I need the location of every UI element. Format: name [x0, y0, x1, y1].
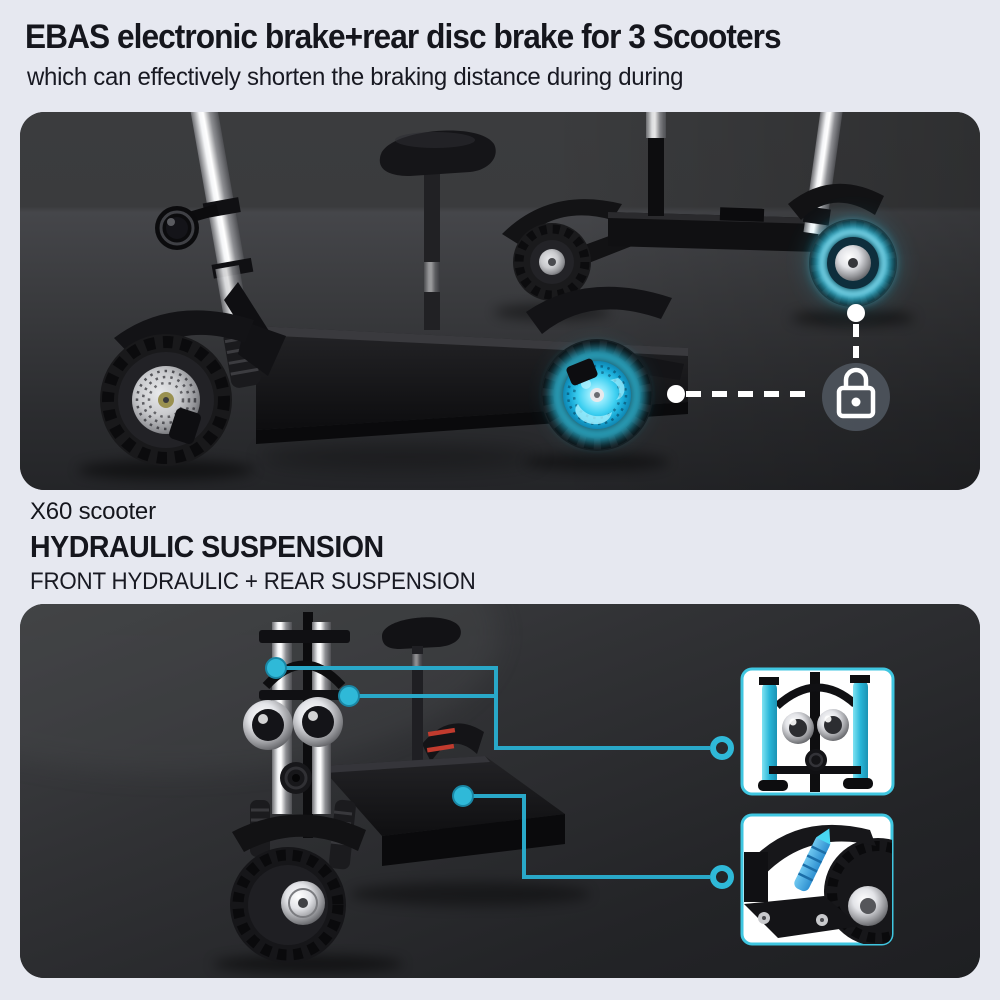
- red-accent: [426, 743, 455, 753]
- callout-line-front-fork-upper: [276, 666, 710, 750]
- headline: EBAS electronic brake+rear disc brake fo…: [25, 18, 782, 56]
- callout-ring: [710, 865, 734, 889]
- seat: [382, 617, 461, 649]
- brake-demo-panel: [20, 112, 980, 490]
- suspension-text-block: X60 scooter HYDRAULIC SUSPENSION FRONT H…: [30, 500, 970, 594]
- callout-dot: [338, 685, 360, 707]
- front-wheel: [100, 334, 232, 466]
- callout-lines: [276, 666, 710, 879]
- front-fender: [232, 814, 366, 852]
- product-name: X60 scooter: [30, 498, 156, 525]
- white-connector-dot: [847, 304, 865, 322]
- dual-headlights: [243, 697, 343, 750]
- white-connector-dot: [667, 385, 685, 403]
- brake-panel-illustration: [20, 112, 980, 490]
- suspension-demo-panel: [20, 604, 980, 978]
- suspension-subheading: FRONT HYDRAULIC + REAR SUSPENSION: [30, 568, 476, 595]
- suspension-heading: HYDRAULIC SUSPENSION: [30, 529, 384, 564]
- subheadline: which can effectively shorten the brakin…: [27, 63, 684, 91]
- lock-icon: [836, 367, 876, 419]
- glowing-rear-brake-disc: [541, 339, 653, 451]
- ebas-connector: [667, 304, 890, 431]
- callout-line-rear-suspension: [473, 794, 710, 879]
- large-scooter: [78, 112, 688, 480]
- glowing-front-wheel: [803, 213, 903, 313]
- red-accent: [427, 727, 456, 737]
- inset-rear-suspension: [740, 813, 894, 946]
- suspension-panel-illustration: [20, 604, 980, 978]
- background-scooter: [494, 112, 915, 326]
- front-view-scooter: [213, 612, 590, 973]
- callout-dot: [265, 657, 287, 679]
- lock-badge: [822, 363, 890, 431]
- callout-dot: [452, 785, 474, 807]
- callout-ring: [710, 736, 734, 760]
- deck: [320, 756, 565, 836]
- headline-block: EBAS electronic brake+rear disc brake fo…: [25, 18, 985, 92]
- front-wheel: [230, 847, 346, 963]
- headlight: [155, 204, 220, 250]
- horn-speaker: [280, 762, 312, 794]
- inset-front-fork: [740, 667, 895, 796]
